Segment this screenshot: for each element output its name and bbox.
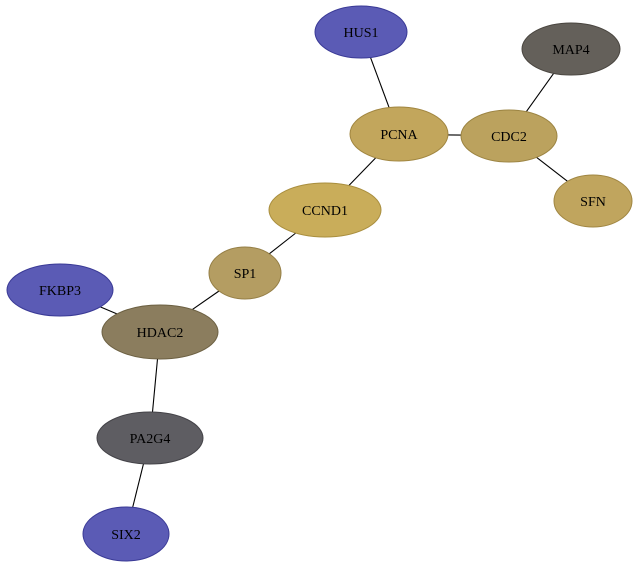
node-cdc2-label: CDC2 <box>491 130 527 145</box>
edge-ccnd1-sp1 <box>268 232 297 255</box>
node-fkbp3-label: FKBP3 <box>39 284 81 299</box>
node-ccnd1-label: CCND1 <box>302 204 348 219</box>
node-six2-ellipse[interactable] <box>82 506 170 562</box>
node-ccnd1[interactable]: CCND1 <box>268 182 382 238</box>
edge-hus1-pcna <box>369 57 390 108</box>
node-pcna-ellipse[interactable] <box>349 106 449 162</box>
edge-fkbp3-hdac2 <box>100 306 118 315</box>
node-fkbp3[interactable]: FKBP3 <box>6 263 114 317</box>
node-pa2g4-label: PA2G4 <box>130 432 171 447</box>
node-six2-label: SIX2 <box>111 528 141 543</box>
node-pa2g4[interactable]: PA2G4 <box>96 411 204 465</box>
edge-sp1-hdac2 <box>191 290 220 311</box>
node-sfn-ellipse[interactable] <box>553 174 633 228</box>
node-map4[interactable]: MAP4 <box>521 22 621 76</box>
node-map4-label: MAP4 <box>552 43 589 58</box>
node-pcna[interactable]: PCNA <box>349 106 449 162</box>
node-hus1[interactable]: HUS1 <box>314 5 408 59</box>
node-sfn[interactable]: SFN <box>553 174 633 228</box>
node-map4-ellipse[interactable] <box>521 22 621 76</box>
edge-hdac2-pa2g4 <box>151 358 159 413</box>
node-sp1-label: SP1 <box>234 267 257 282</box>
edges-layer <box>100 57 568 508</box>
edge-map4-cdc2 <box>525 72 555 113</box>
node-hus1-label: HUS1 <box>343 26 378 41</box>
node-cdc2-ellipse[interactable] <box>460 109 558 163</box>
node-hdac2[interactable]: HDAC2 <box>101 304 219 360</box>
node-hus1-ellipse[interactable] <box>314 5 408 59</box>
edge-pcna-ccnd1 <box>348 157 377 186</box>
node-pa2g4-ellipse[interactable] <box>96 411 204 465</box>
node-sp1-ellipse[interactable] <box>208 246 282 300</box>
node-six2[interactable]: SIX2 <box>82 506 170 562</box>
node-pcna-label: PCNA <box>380 128 418 143</box>
node-fkbp3-ellipse[interactable] <box>6 263 114 317</box>
node-hdac2-ellipse[interactable] <box>101 304 219 360</box>
node-ccnd1-ellipse[interactable] <box>268 182 382 238</box>
node-sp1[interactable]: SP1 <box>208 246 282 300</box>
node-hdac2-label: HDAC2 <box>137 326 184 341</box>
edge-pa2g4-six2 <box>132 463 145 508</box>
edge-cdc2-sfn <box>536 156 568 182</box>
node-cdc2[interactable]: CDC2 <box>460 109 558 163</box>
node-sfn-label: SFN <box>580 195 606 210</box>
